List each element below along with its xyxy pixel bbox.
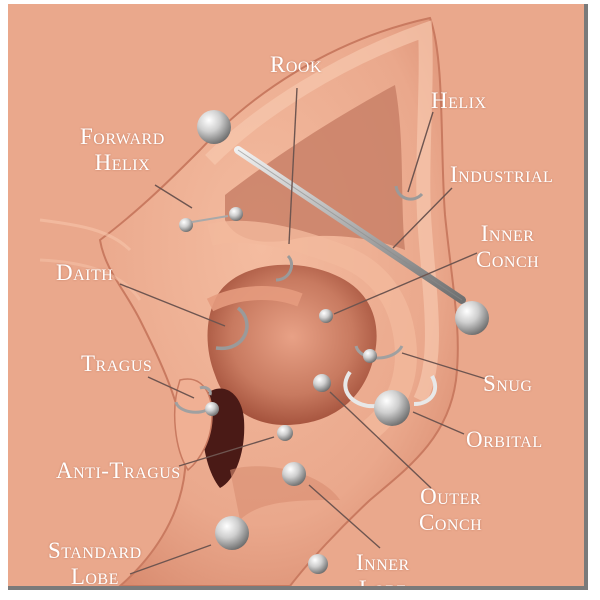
label-outer-conch: Outer Conch — [419, 484, 482, 536]
label-industrial: Industrial — [450, 162, 554, 187]
label-standard-lobe-line2: Lobe — [70, 564, 119, 589]
leader-forward-helix — [154, 184, 193, 209]
industrial-ball-top — [197, 110, 231, 144]
upper-cavity — [225, 85, 405, 250]
leader-daith — [119, 283, 226, 327]
label-standard-lobe-line1: Standard — [48, 538, 142, 563]
skin-stroke — [39, 218, 132, 252]
label-standard-lobe: Standard Lobe — [48, 538, 142, 589]
inner-conch-stud — [319, 309, 333, 323]
label-outer-conch-line2: Conch — [419, 510, 483, 535]
label-inner-conch-line1: Inner — [480, 221, 535, 246]
rook-ring — [275, 254, 293, 282]
anti-tragus-stud — [277, 425, 293, 441]
label-inner-lobe-line2: Lobe — [358, 576, 407, 590]
leader-lines — [119, 87, 487, 575]
lobe-shadow — [230, 466, 340, 520]
leader-helix — [407, 111, 434, 193]
daith-ring — [215, 306, 249, 350]
skin-stroke — [39, 258, 142, 301]
upper-lobe-stud — [282, 462, 306, 486]
standard-lobe-stud — [215, 516, 249, 550]
forward-helix-ball — [229, 207, 243, 221]
tragus-ball — [205, 402, 219, 416]
leader-inner-conch — [333, 252, 478, 315]
snug-ball — [363, 349, 377, 363]
ear-illustration — [39, 16, 489, 586]
label-anti-tragus: Anti-Tragus — [56, 458, 181, 483]
diagram-panel: Rook Helix Forward Helix Industrial Inne… — [8, 4, 588, 590]
leader-orbital — [412, 411, 465, 435]
label-orbital: Orbital — [466, 427, 543, 452]
antihelix-ridge — [207, 220, 417, 439]
helix-rim — [205, 20, 439, 404]
label-tragus: Tragus — [81, 351, 153, 376]
label-inner-conch-line2: Conch — [476, 247, 540, 272]
leader-tragus — [147, 376, 195, 399]
industrial-ball-bottom — [455, 301, 489, 335]
label-snug: Snug — [483, 371, 533, 396]
forward-helix-ball — [179, 218, 193, 232]
helix-ring — [394, 185, 424, 201]
helix-crus — [206, 286, 303, 312]
leader-standard-lobe — [129, 544, 212, 575]
inner-lobe-stud — [308, 554, 328, 574]
leader-anti-tragus — [178, 436, 275, 467]
outer-conch-stud — [313, 374, 331, 392]
label-forward-helix-line2: Helix — [94, 150, 151, 175]
label-outer-conch-line1: Outer — [420, 484, 482, 509]
label-forward-helix-line1: Forward — [80, 124, 165, 149]
leader-snug — [401, 352, 487, 380]
concha-bowl — [207, 264, 377, 425]
label-daith: Daith — [56, 260, 114, 285]
label-forward-helix: Forward Helix — [80, 124, 165, 176]
forward-helix-bar — [191, 215, 229, 223]
snug-ring — [354, 345, 404, 360]
label-helix: Helix — [431, 88, 487, 113]
orbital-ball — [374, 390, 410, 426]
label-inner-lobe-line1: Inner — [356, 550, 410, 575]
label-inner-conch: Inner Conch — [476, 221, 539, 273]
label-rook: Rook — [270, 52, 323, 77]
leader-outer-conch — [329, 391, 432, 489]
label-inner-lobe: Inner Lobe — [356, 550, 410, 590]
leader-rook — [288, 87, 298, 245]
leader-inner-lobe — [308, 484, 381, 549]
leader-industrial — [392, 187, 453, 249]
orbital-ring — [343, 370, 438, 409]
